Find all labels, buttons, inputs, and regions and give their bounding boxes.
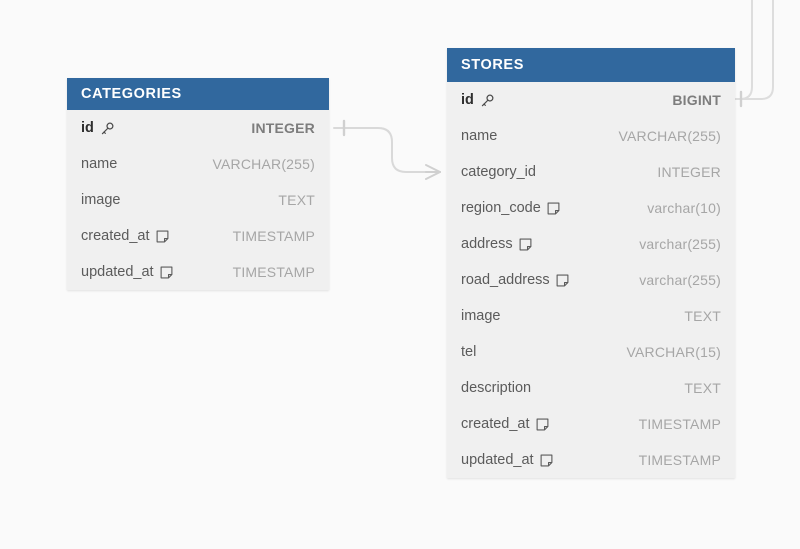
field-type-cell: TEXT <box>684 308 721 324</box>
field-type-cell: INTEGER <box>657 164 721 180</box>
field-type-cell: INTEGER <box>251 120 315 136</box>
field-name-text: name <box>461 128 498 144</box>
field-name-cell: image <box>81 192 121 208</box>
note-icon <box>156 230 169 243</box>
field-row[interactable]: road_address varchar(255) <box>447 262 735 298</box>
field-row[interactable]: region_code varchar(10) <box>447 190 735 226</box>
field-type-cell: VARCHAR(255) <box>618 128 721 144</box>
field-type-cell: TIMESTAMP <box>232 264 315 280</box>
field-name-cell: created_at <box>81 228 169 244</box>
field-row[interactable]: name VARCHAR(255) <box>67 146 329 182</box>
field-name-cell: category_id <box>461 164 536 180</box>
field-name-cell: image <box>461 308 501 324</box>
note-icon <box>536 418 549 431</box>
field-type-cell: TEXT <box>684 380 721 396</box>
field-name-cell: description <box>461 380 531 396</box>
note-icon <box>160 266 173 279</box>
relationship-categories-stores[interactable] <box>333 119 441 180</box>
note-icon <box>556 274 569 287</box>
field-name-text: road_address <box>461 272 550 288</box>
entity-table-categories[interactable]: CATEGORIES id INTEGER na <box>67 78 329 290</box>
field-name-cell: id <box>461 92 495 108</box>
field-row[interactable]: created_at TIMESTAMP <box>67 218 329 254</box>
field-row[interactable]: updated_at TIMESTAMP <box>447 442 735 478</box>
field-name-text: address <box>461 236 513 252</box>
field-name-text: id <box>81 120 94 136</box>
field-row[interactable]: category_id INTEGER <box>447 154 735 190</box>
field-name-text: tel <box>461 344 477 360</box>
field-name-cell: tel <box>461 344 476 360</box>
field-name-cell: name <box>81 156 117 172</box>
relationship-stores-offscreen-1[interactable] <box>734 0 753 100</box>
field-name-cell: address <box>461 236 532 252</box>
field-name-text: image <box>81 192 121 208</box>
field-type-cell: TIMESTAMP <box>638 452 721 468</box>
field-type-cell: varchar(10) <box>647 200 721 216</box>
field-row[interactable]: name VARCHAR(255) <box>447 118 735 154</box>
field-row[interactable]: tel VARCHAR(15) <box>447 334 735 370</box>
field-row[interactable]: description TEXT <box>447 370 735 406</box>
field-type-cell: TEXT <box>278 192 315 208</box>
field-name-cell: id <box>81 120 115 136</box>
field-row[interactable]: created_at TIMESTAMP <box>447 406 735 442</box>
field-name-text: image <box>461 308 501 324</box>
field-row[interactable]: updated_at TIMESTAMP <box>67 254 329 290</box>
field-type-cell: varchar(255) <box>639 272 721 288</box>
field-name-cell: updated_at <box>461 452 553 468</box>
field-name-cell: name <box>461 128 497 144</box>
field-name-cell: region_code <box>461 200 560 216</box>
entity-table-stores[interactable]: STORES id BIGINT name <box>447 48 735 478</box>
key-icon <box>480 93 495 108</box>
field-name-text: description <box>461 380 532 396</box>
relationship-stores-offscreen-2[interactable] <box>734 0 774 108</box>
field-row[interactable]: id BIGINT <box>447 82 735 118</box>
field-type-cell: VARCHAR(15) <box>626 344 721 360</box>
field-row[interactable]: image TEXT <box>67 182 329 218</box>
note-icon <box>540 454 553 467</box>
field-row[interactable]: image TEXT <box>447 298 735 334</box>
key-icon <box>100 121 115 136</box>
field-type-cell: BIGINT <box>672 92 721 108</box>
field-type-cell: varchar(255) <box>639 236 721 252</box>
field-row[interactable]: address varchar(255) <box>447 226 735 262</box>
cardinality-many-marker <box>425 164 441 180</box>
entity-fields-stores: id BIGINT name VARCHAR(255) <box>447 82 735 478</box>
field-name-text: created_at <box>81 228 150 244</box>
field-name-cell: road_address <box>461 272 569 288</box>
field-name-text: name <box>81 156 118 172</box>
field-name-cell: created_at <box>461 416 549 432</box>
field-type-cell: TIMESTAMP <box>638 416 721 432</box>
entity-title-categories: CATEGORIES <box>67 78 329 110</box>
field-row[interactable]: id INTEGER <box>67 110 329 146</box>
note-icon <box>519 238 532 251</box>
field-name-text: region_code <box>461 200 541 216</box>
note-icon <box>547 202 560 215</box>
field-name-cell: updated_at <box>81 264 173 280</box>
field-name-text: id <box>461 92 474 108</box>
field-type-cell: VARCHAR(255) <box>212 156 315 172</box>
entity-title-stores: STORES <box>447 48 735 82</box>
field-name-text: updated_at <box>81 264 154 280</box>
entity-fields-categories: id INTEGER name VARCHAR(255) <box>67 110 329 290</box>
field-name-text: updated_at <box>461 452 534 468</box>
field-name-text: created_at <box>461 416 530 432</box>
field-name-text: category_id <box>461 164 536 180</box>
field-type-cell: TIMESTAMP <box>232 228 315 244</box>
